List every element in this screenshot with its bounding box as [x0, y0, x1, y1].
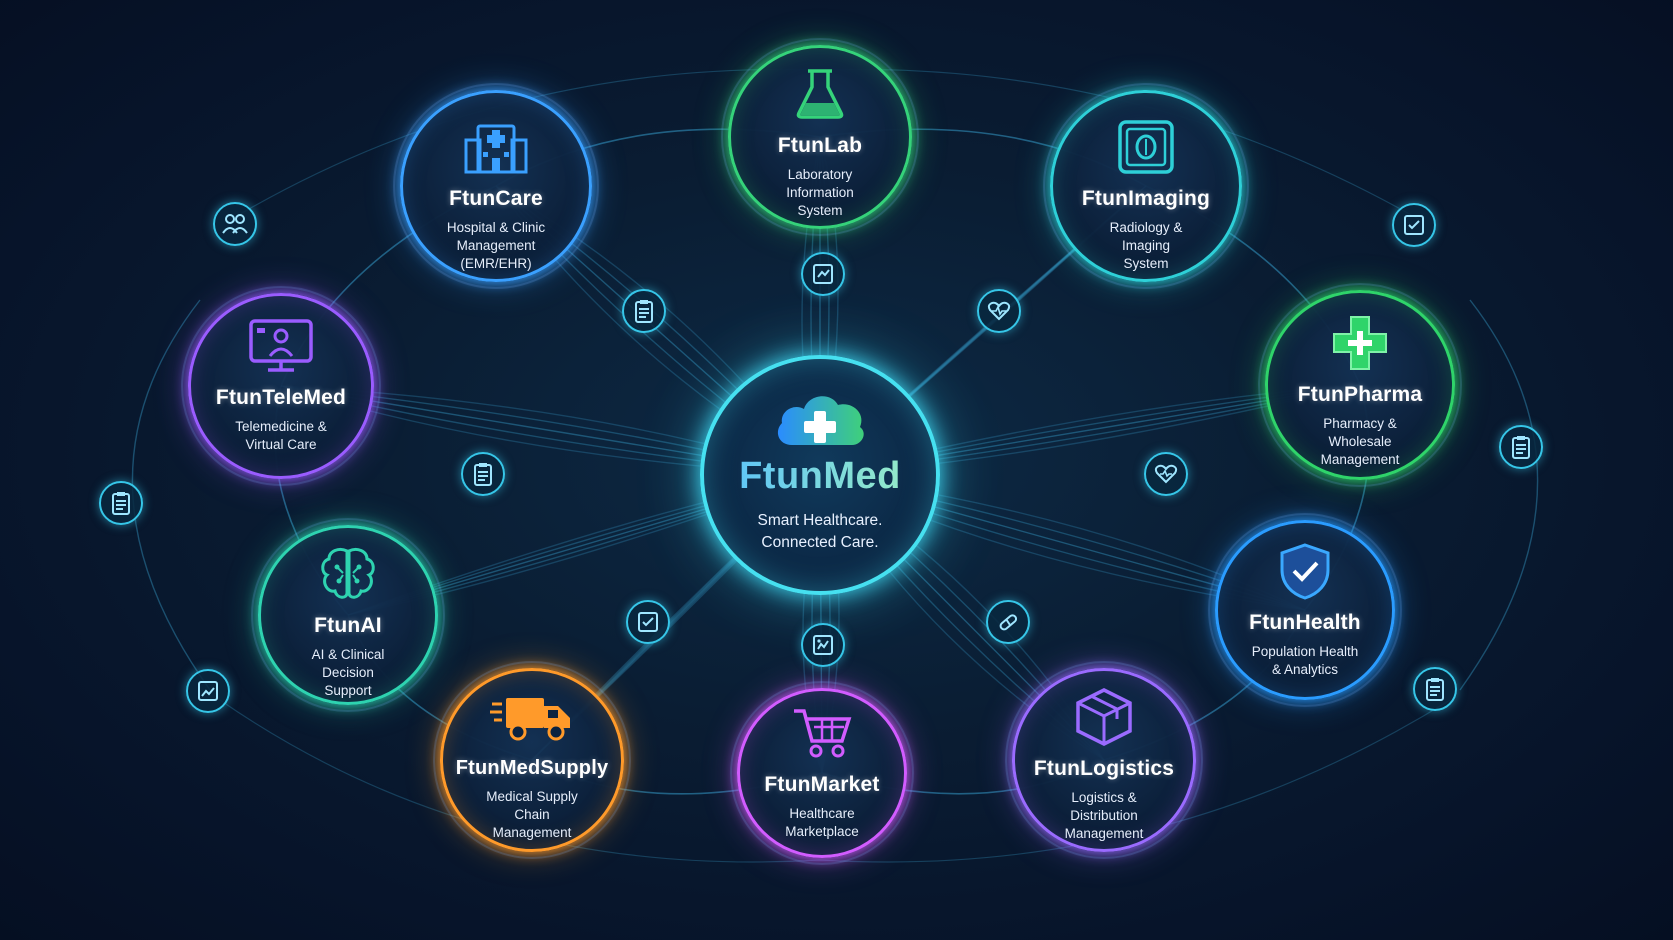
module-ftuntelemed[interactable]: FtunTeleMed Telemedicine & Virtual Care: [181, 286, 381, 486]
shopping-cart-icon: [792, 701, 852, 765]
module-title: FtunMedSupply: [455, 757, 609, 779]
description-line: Telemedicine &: [235, 419, 327, 434]
connection-line: [219, 699, 1451, 863]
xray-icon[interactable]: [801, 623, 845, 667]
hub-tagline-line2: Connected Care.: [761, 534, 879, 551]
module-ftunmedsupply[interactable]: FtunMedSupply Medical Supply Chain Manag…: [433, 661, 631, 859]
description-line: Radiology &: [1109, 220, 1183, 235]
module-title: FtunPharma: [1297, 383, 1423, 406]
hospital-icon: [464, 115, 528, 179]
module-ftunpharma[interactable]: FtunPharma Pharmacy & Wholesale Manageme…: [1258, 283, 1462, 487]
description-line: System: [797, 203, 843, 218]
heart-pulse-icon[interactable]: [1144, 452, 1188, 496]
description-line: Pharmacy &: [1323, 416, 1397, 431]
description-line: Management: [1320, 452, 1400, 467]
module-description: Pharmacy & Wholesale Management: [1296, 415, 1425, 469]
module-ftunlogistics[interactable]: FtunLogistics Logistics & Distribution M…: [1005, 661, 1203, 859]
description-line: Hospital & Clinic: [446, 220, 546, 235]
package-box-icon: [1074, 685, 1134, 749]
pills-icon[interactable]: [986, 600, 1030, 644]
description-line: Logistics &: [1071, 790, 1137, 805]
module-description: Medical Supply Chain Management: [470, 788, 595, 842]
description-line: AI & Clinical: [311, 647, 385, 662]
clipboard-icon[interactable]: [461, 452, 505, 496]
clipboard-icon[interactable]: [1413, 667, 1457, 711]
description-line: Marketplace: [785, 824, 859, 839]
delivery-truck-icon: [490, 685, 574, 749]
description-line: Management: [492, 825, 572, 840]
users-icon[interactable]: [213, 202, 257, 246]
hub-tagline-line1: Smart Healthcare.: [757, 512, 883, 529]
description-line: Information: [786, 185, 854, 200]
module-description: Hospital & Clinic Management (EMR/EHR): [431, 219, 561, 273]
description-line: Medical Supply: [486, 789, 578, 804]
description-line: (EMR/EHR): [460, 256, 532, 271]
hub-title: FtunMed: [704, 455, 936, 498]
shield-check-icon: [1278, 539, 1332, 603]
module-title: FtunMarket: [764, 773, 880, 796]
description-line: Decision: [322, 665, 374, 680]
module-ftunmarket[interactable]: FtunMarket Healthcare Marketplace: [730, 681, 914, 865]
cloud-plus-icon: [704, 389, 936, 449]
module-ftunai[interactable]: FtunAI AI & Clinical Decision Support: [251, 518, 445, 712]
scan-icon: [1117, 115, 1175, 179]
module-description: Laboratory Information System: [758, 166, 883, 220]
clipboard-icon[interactable]: [99, 481, 143, 525]
module-title: FtunTeleMed: [215, 386, 347, 409]
medical-cross-icon: [1331, 311, 1389, 375]
module-title: FtunImaging: [1081, 187, 1211, 210]
module-description: AI & Clinical Decision Support: [287, 646, 409, 700]
module-title: FtunLogistics: [1033, 757, 1175, 780]
module-description: Telemedicine & Virtual Care: [218, 418, 344, 454]
description-line: Imaging: [1121, 238, 1171, 253]
module-title: FtunAI: [314, 614, 382, 637]
description-line: System: [1123, 256, 1169, 271]
hub-tagline: Smart Healthcare. Connected Care.: [704, 510, 936, 554]
description-line: Management: [1064, 826, 1144, 841]
ftunmed-hub[interactable]: FtunMed Smart Healthcare. Connected Care…: [700, 355, 940, 595]
description-line: Chain: [514, 807, 550, 822]
heartbeat-icon[interactable]: [977, 289, 1021, 333]
description-line: Virtual Care: [245, 437, 317, 452]
module-description: Healthcare Marketplace: [765, 805, 880, 841]
brain-icon: [317, 542, 379, 606]
description-line: Support: [324, 683, 372, 698]
description-line: Management: [456, 238, 536, 253]
module-ftunimaging[interactable]: FtunImaging Radiology & Imaging System: [1043, 83, 1249, 289]
module-description: Radiology & Imaging System: [1081, 219, 1211, 273]
clipboard-icon[interactable]: [1499, 425, 1543, 469]
clipboard-icon[interactable]: [622, 289, 666, 333]
connection-line: [1459, 299, 1539, 691]
checklist-icon[interactable]: [626, 600, 670, 644]
module-title: FtunHealth: [1249, 611, 1361, 634]
description-line: Wholesale: [1328, 434, 1392, 449]
medical-record-icon[interactable]: [801, 252, 845, 296]
module-ftunhealth[interactable]: FtunHealth Population Health & Analytics: [1208, 513, 1402, 707]
module-title: FtunCare: [449, 187, 543, 210]
description-line: Healthcare: [789, 806, 855, 821]
description-line: Distribution: [1070, 808, 1138, 823]
flask-icon: [795, 62, 845, 126]
description-line: & Analytics: [1271, 662, 1338, 677]
module-ftunlab[interactable]: FtunLab Laboratory Information System: [721, 38, 919, 236]
description-line: Laboratory: [787, 167, 853, 182]
monitor-doctor-icon: [248, 314, 314, 378]
checklist-icon[interactable]: [1392, 203, 1436, 247]
module-ftuncare[interactable]: FtunCare Hospital & Clinic Management (E…: [393, 83, 599, 289]
medical-image-icon[interactable]: [186, 669, 230, 713]
description-line: Population Health: [1251, 644, 1359, 659]
module-description: Logistics & Distribution Management: [1042, 789, 1167, 843]
module-title: FtunLab: [777, 134, 863, 157]
module-description: Population Health & Analytics: [1244, 643, 1366, 679]
